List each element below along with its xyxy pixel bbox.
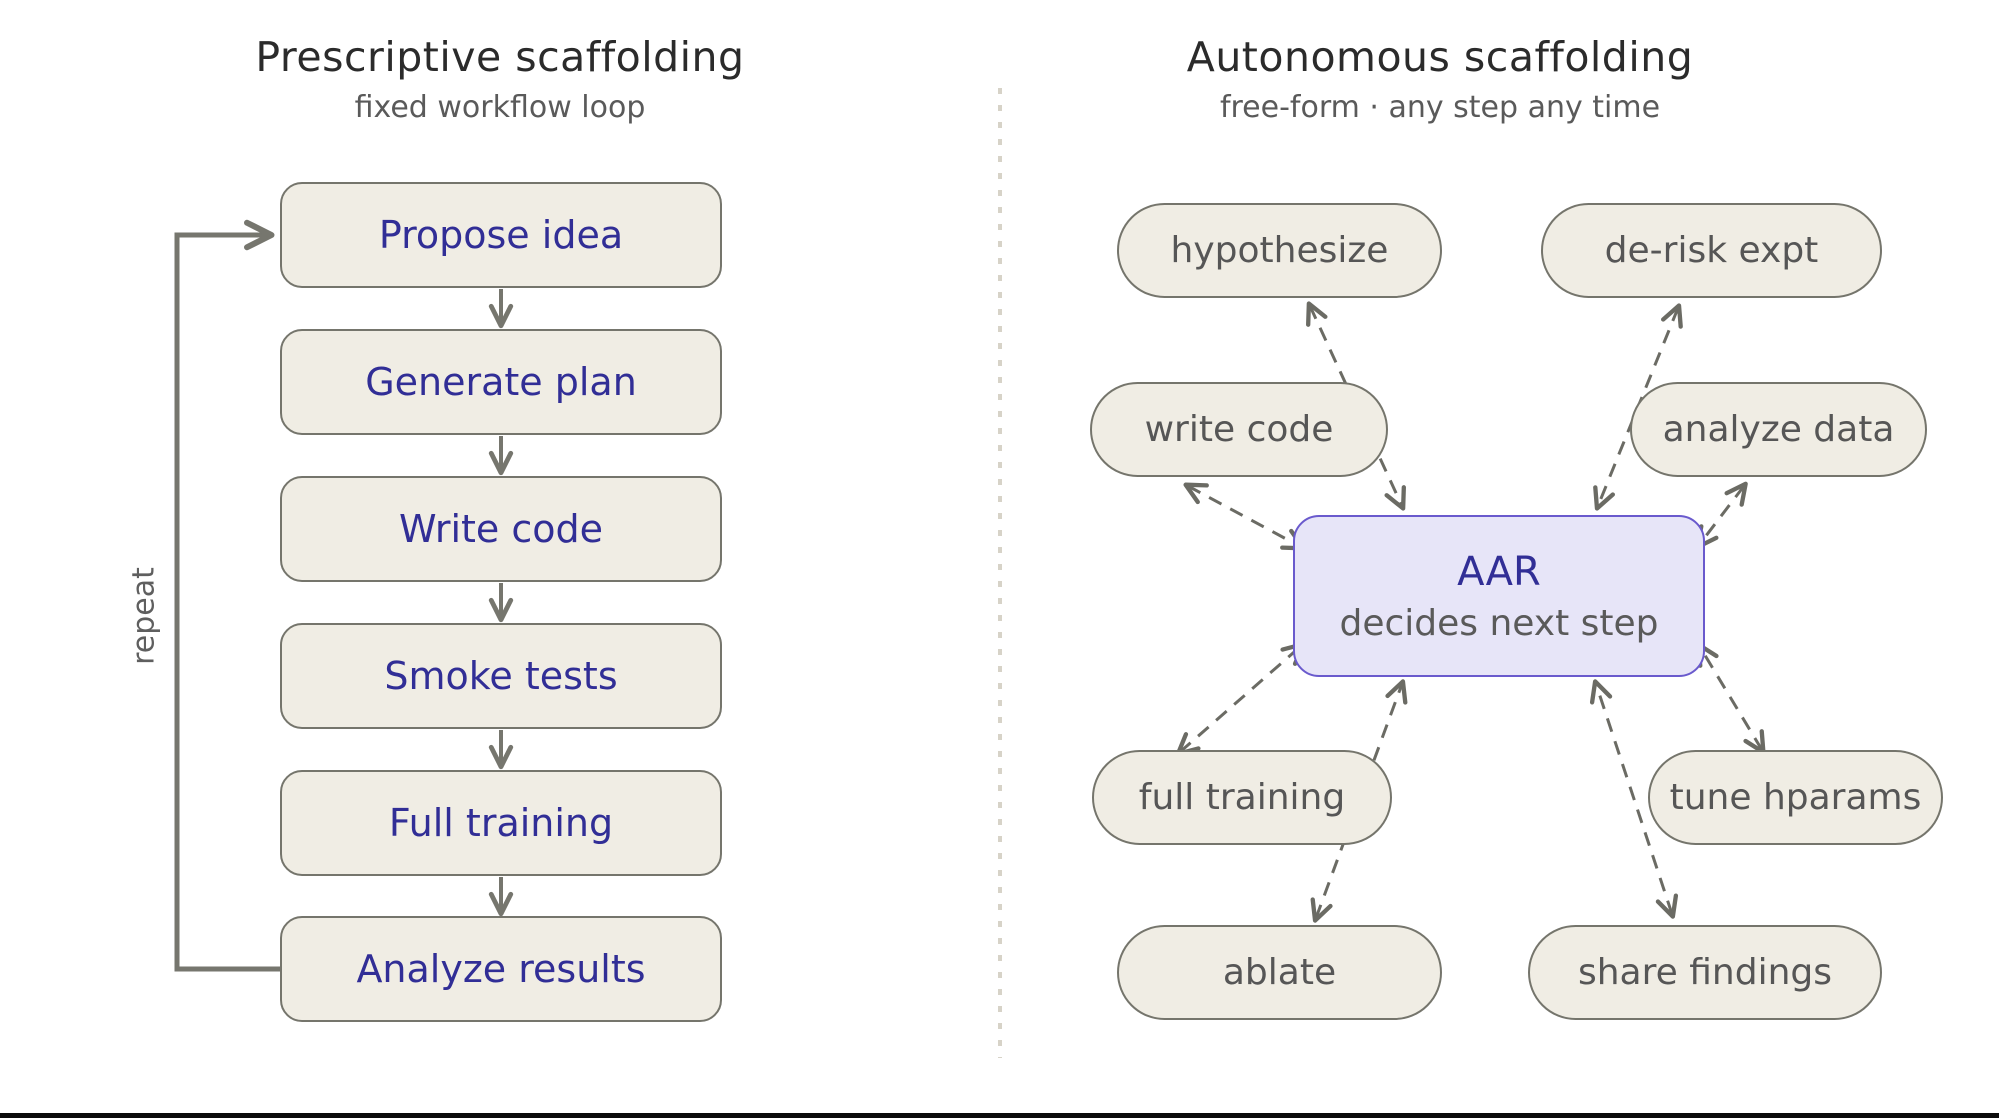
action-pill-label: share findings	[1577, 952, 1832, 993]
action-pill-derisk-expt: de-risk expt	[1541, 203, 1882, 298]
aar-hub-box: AAR decides next step	[1293, 515, 1705, 677]
action-pill-label: de-risk expt	[1604, 230, 1819, 271]
action-pill-write-code: write code	[1090, 382, 1388, 477]
step-box-propose-idea: Propose idea	[280, 182, 722, 288]
step-label: Analyze results	[356, 947, 646, 991]
action-pill-ablate: ablate	[1117, 925, 1442, 1020]
aar-hub-subtitle: decides next step	[1339, 602, 1659, 644]
right-panel-title: Autonomous scaffolding	[1186, 33, 1694, 81]
action-pill-analyze-data: analyze data	[1630, 382, 1927, 477]
step-label: Generate plan	[365, 360, 637, 404]
step-box-write-code: Write code	[280, 476, 722, 582]
repeat-loop-label: repeat	[126, 567, 162, 665]
connector-analyze-data	[1695, 481, 1748, 550]
step-label: Propose idea	[378, 213, 624, 257]
connector-write-code	[1183, 482, 1306, 551]
action-pill-hypothesize: hypothesize	[1117, 203, 1442, 298]
action-pill-label: hypothesize	[1170, 230, 1389, 271]
loop-arrow	[174, 219, 280, 972]
step-box-smoke-tests: Smoke tests	[280, 623, 722, 729]
step-label: Full training	[388, 801, 614, 845]
action-pill-share-findings: share findings	[1528, 925, 1882, 1020]
action-pill-full-training: full training	[1092, 750, 1392, 845]
connector-tune-hparams	[1696, 642, 1766, 755]
left-panel-title: Prescriptive scaffolding	[255, 33, 745, 81]
connector-full-training	[1175, 642, 1306, 756]
step-box-full-training: Full training	[280, 770, 722, 876]
action-pill-label: ablate	[1222, 952, 1337, 993]
action-pill-tune-hparams: tune hparams	[1648, 750, 1943, 845]
action-pill-label: write code	[1144, 409, 1334, 450]
slide-bottom-rule	[0, 1113, 1999, 1118]
step-label: Smoke tests	[384, 654, 618, 698]
action-pill-label: analyze data	[1662, 409, 1895, 450]
step-box-analyze-results: Analyze results	[280, 916, 722, 1022]
step-box-generate-plan: Generate plan	[280, 329, 722, 435]
aar-hub-title: AAR	[1457, 548, 1541, 595]
step-label: Write code	[398, 507, 604, 551]
left-panel-subtitle: fixed workflow loop	[354, 90, 646, 125]
right-panel-subtitle: free-form · any step any time	[1219, 90, 1661, 125]
action-pill-label: tune hparams	[1669, 777, 1922, 818]
action-pill-label: full training	[1138, 777, 1346, 818]
